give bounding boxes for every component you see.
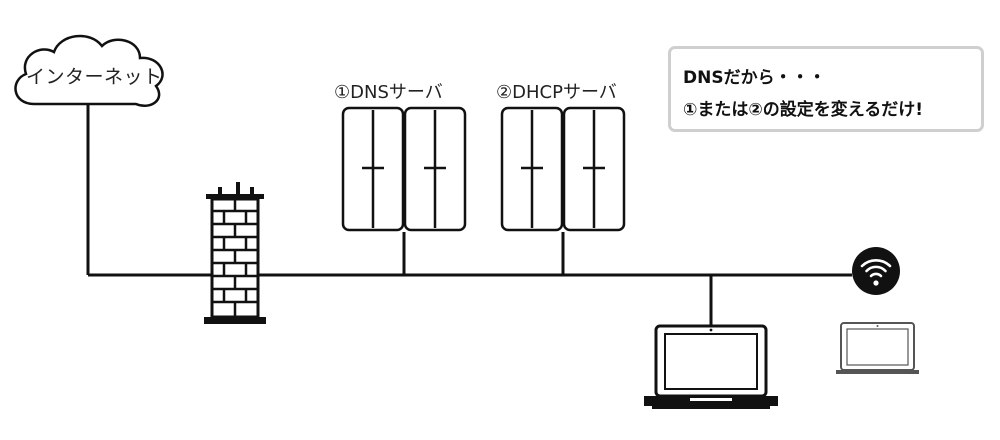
callout-line-1: DNSだから・・・ [683, 68, 826, 88]
dhcp-server-rack-icon [500, 106, 626, 232]
wired-laptop-icon [644, 324, 778, 409]
dns-server-rack-icon [341, 106, 467, 232]
dhcp-server-label: ②DHCPサーバ [496, 82, 617, 103]
cloud-icon [14, 34, 164, 107]
dns-server-label: ①DNSサーバ [334, 82, 443, 103]
callout-box: DNSだから・・・ ①または②の設定を変えるだけ! [668, 46, 984, 132]
internet-cloud-label: インターネット [26, 66, 163, 88]
callout-line-2: ①または②の設定を変えるだけ! [683, 100, 924, 120]
firewall-icon [204, 182, 266, 324]
wireless-laptop-icon [836, 322, 919, 374]
wifi-icon [852, 247, 900, 295]
network-lines [86, 104, 852, 326]
